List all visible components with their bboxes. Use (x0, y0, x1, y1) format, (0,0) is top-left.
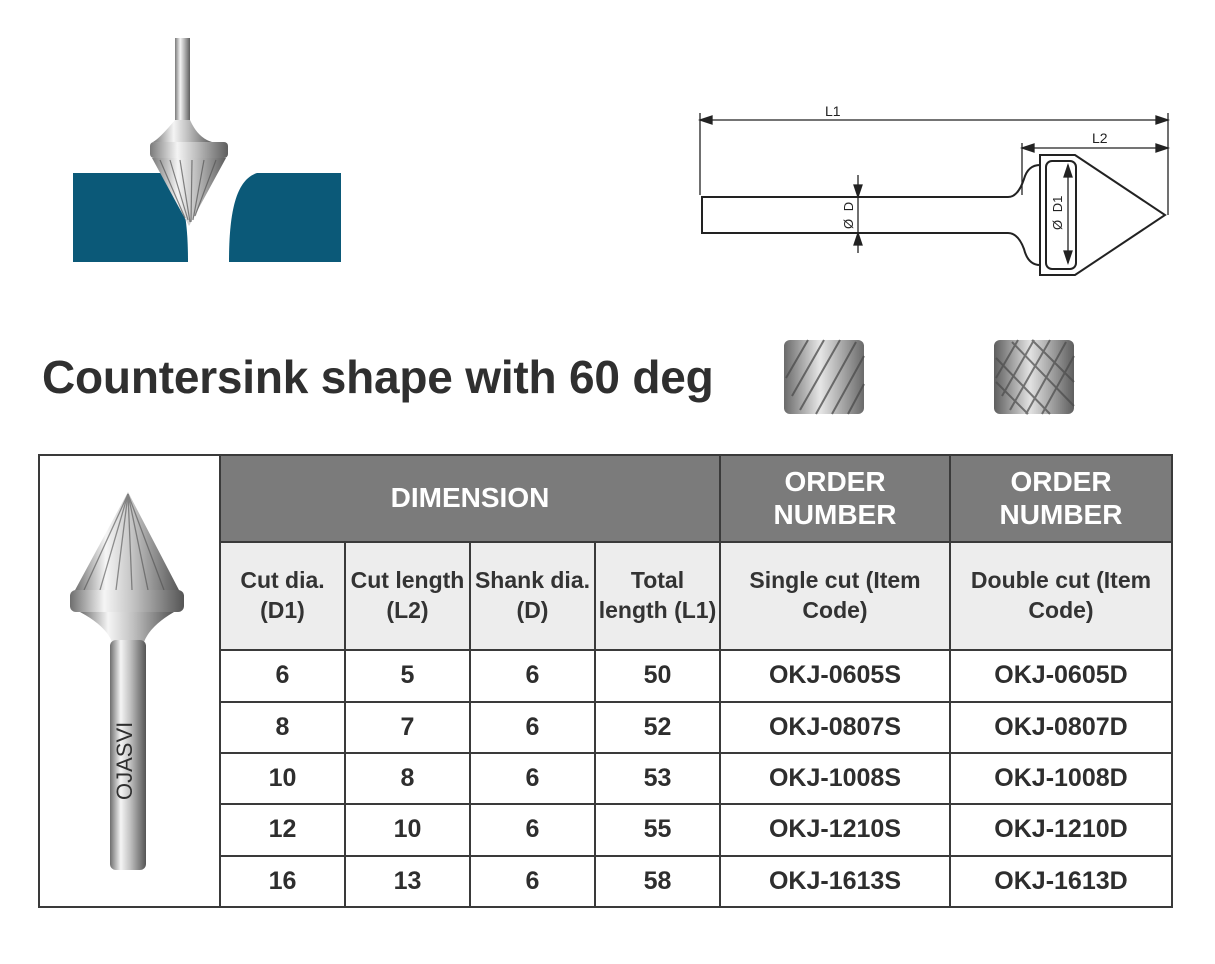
group-header-order-double: ORDER NUMBER (949, 454, 1173, 543)
cell-double-cut-code: OKJ-0605D (949, 649, 1173, 703)
table-row: 12 10 6 55 OKJ-1210S OKJ-1210D (39, 803, 1173, 857)
table-row: 16 13 6 58 OKJ-1613S OKJ-1613D (39, 854, 1173, 909)
head-outline (1039, 154, 1167, 276)
page-title: Countersink shape with 60 deg (42, 351, 714, 403)
column-headers: Cut dia. (D1) Cut length (L2) Shank dia.… (39, 540, 1173, 652)
product-shank (110, 640, 146, 870)
cell-single-cut-code: OKJ-1210S (719, 803, 951, 857)
cell-shank-dia: 6 (469, 803, 596, 857)
dia-symbol-d: Ø (841, 219, 856, 229)
cell-cut-length: 13 (344, 854, 471, 909)
cell-cut-length: 10 (344, 803, 471, 857)
cell-shank-dia: 6 (469, 700, 596, 754)
cell-cut-dia: 10 (219, 751, 346, 806)
cell-cut-length: 7 (344, 700, 471, 754)
svg-text:Ø D1: Ø D1 (1050, 196, 1065, 230)
col-header-total-length: Total length (L1) (594, 540, 721, 652)
brand-label: OJASVI (112, 722, 137, 800)
product-photo-icon: OJASVI (70, 492, 184, 870)
cell-shank-dia: 6 (469, 751, 596, 806)
col-header-double-cut: Double cut (Item Code) (949, 540, 1173, 652)
cell-cut-dia: 8 (219, 700, 346, 754)
cell-shank-dia: 6 (469, 854, 596, 909)
group-header-order-single: ORDER NUMBER (719, 454, 951, 543)
table-row: 10 8 6 53 OKJ-1008S OKJ-1008D (39, 751, 1173, 806)
workpiece-right (229, 173, 341, 262)
cell-single-cut-code: OKJ-1613S (719, 854, 951, 909)
label-l1: L1 (825, 103, 841, 119)
cell-total-length: 50 (594, 649, 721, 703)
group-header-dimension: DIMENSION (219, 454, 721, 543)
col-header-cut-length: Cut length (L2) (344, 540, 471, 652)
cell-cut-length: 8 (344, 751, 471, 806)
col-header-single-cut: Single cut (Item Code) (719, 540, 951, 652)
cell-double-cut-code: OKJ-0807D (949, 700, 1173, 754)
svg-text:Ø D: Ø D (841, 202, 856, 229)
cell-double-cut-code: OKJ-1210D (949, 803, 1173, 857)
cell-total-length: 52 (594, 700, 721, 754)
dia-symbol-d1: Ø (1050, 220, 1065, 230)
cell-cut-dia: 16 (219, 854, 346, 909)
cell-single-cut-code: OKJ-1008S (719, 751, 951, 806)
neck (153, 120, 212, 142)
single-cut-texture-icon (784, 339, 865, 415)
shank-outline (701, 163, 1041, 267)
workpiece-left (73, 173, 188, 262)
label-d1: D1 (1050, 196, 1065, 213)
cell-total-length: 55 (594, 803, 721, 857)
cone-head (152, 158, 226, 226)
cell-total-length: 53 (594, 751, 721, 806)
col-header-shank-dia: Shank dia. (D) (469, 540, 596, 652)
product-cone (74, 492, 180, 592)
label-d: D (841, 202, 856, 211)
cell-double-cut-code: OKJ-1613D (949, 854, 1173, 909)
cell-cut-dia: 12 (219, 803, 346, 857)
spec-table: OJASVI DIMENSION ORDER NUMBER ORDER NUMB… (38, 454, 1173, 909)
col-header-cut-dia: Cut dia. (D1) (219, 540, 346, 652)
cell-cut-dia: 6 (219, 649, 346, 703)
countersink-illustration-icon (73, 38, 341, 262)
cell-total-length: 58 (594, 854, 721, 909)
cell-double-cut-code: OKJ-1008D (949, 751, 1173, 806)
dimension-diagram: L1 L2 Ø D Ø D1 (697, 103, 1171, 276)
table-row: 8 7 6 52 OKJ-0807S OKJ-0807D (39, 700, 1173, 754)
cell-single-cut-code: OKJ-0807S (719, 700, 951, 754)
table-row: 6 5 6 50 OKJ-0605S OKJ-0605D (39, 649, 1173, 703)
label-l2: L2 (1092, 130, 1108, 146)
cell-shank-dia: 6 (469, 649, 596, 703)
product-image-cell: OJASVI (38, 454, 221, 908)
cell-cut-length: 5 (344, 649, 471, 703)
shank (175, 38, 190, 123)
cell-single-cut-code: OKJ-0605S (719, 649, 951, 703)
double-cut-texture-icon (994, 339, 1075, 415)
